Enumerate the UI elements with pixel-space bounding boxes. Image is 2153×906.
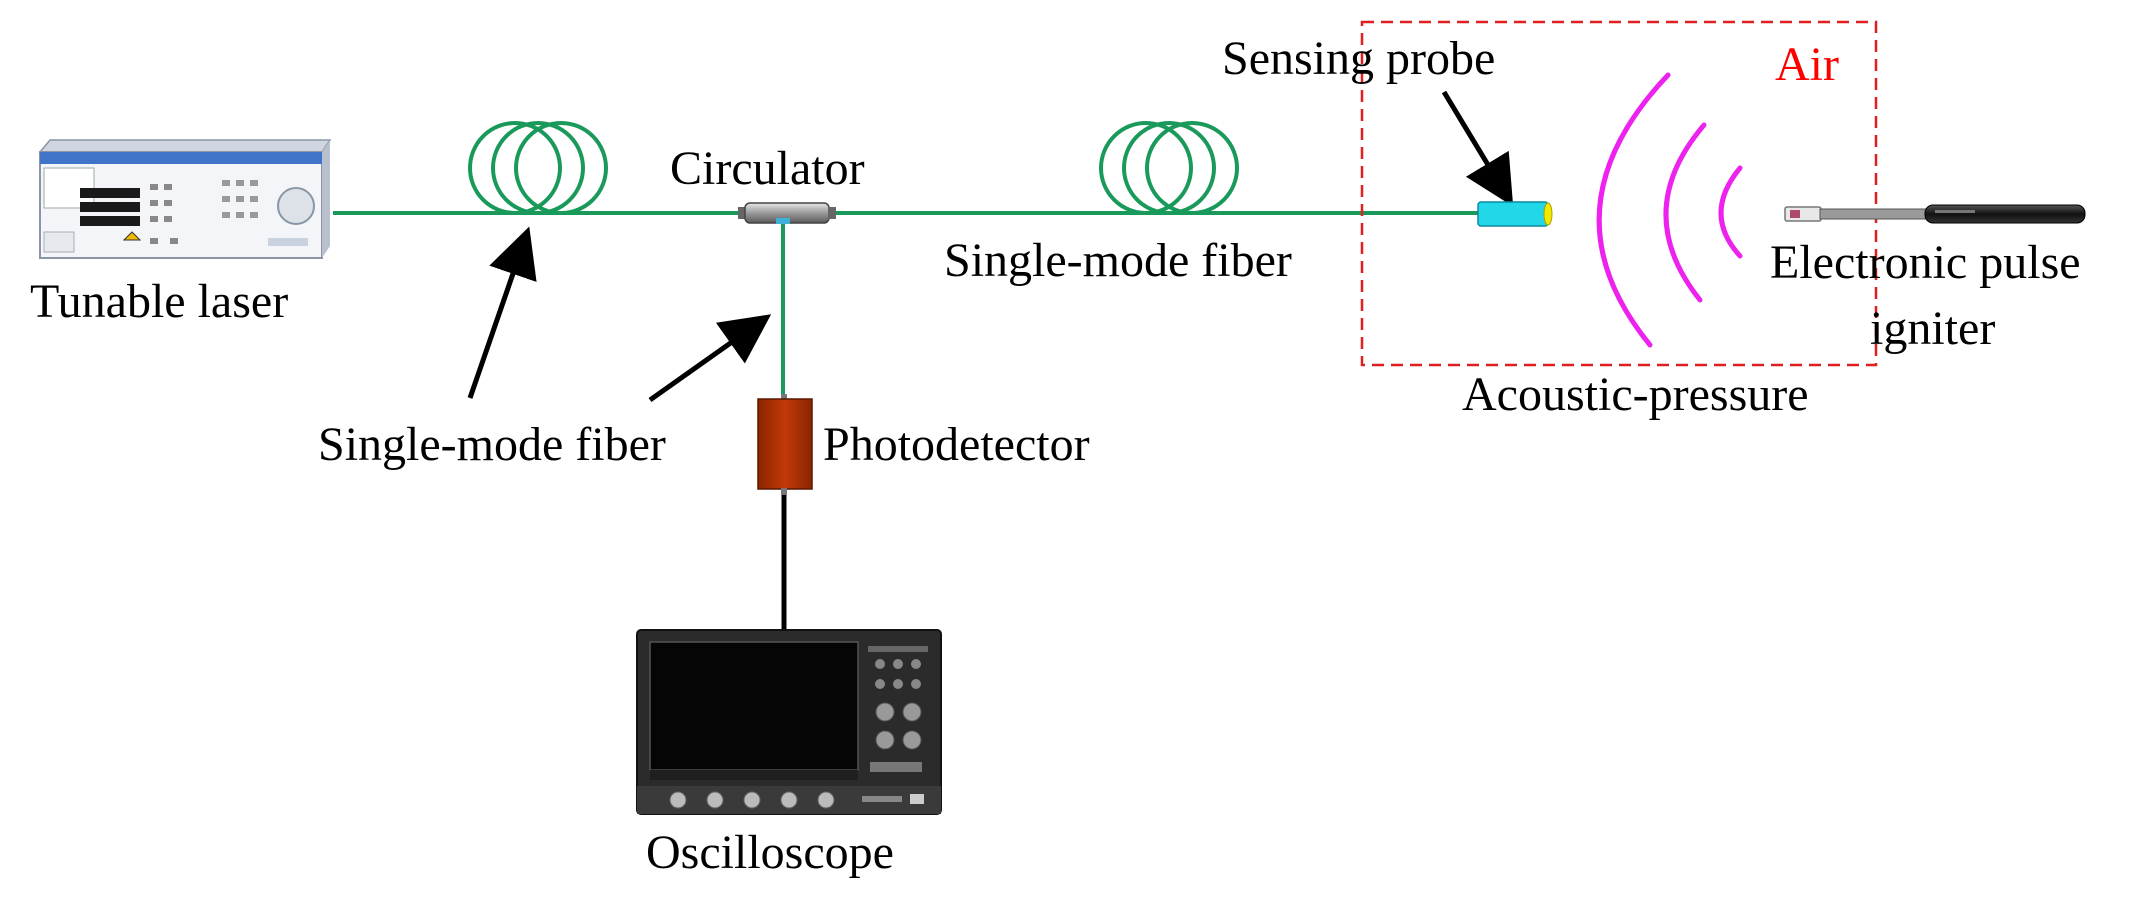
sensing-probe-label: Sensing probe (1222, 32, 1495, 85)
tunable-laser-label: Tunable laser (30, 275, 288, 328)
single-mode-fiber-lower-label: Single-mode fiber (318, 418, 666, 471)
oscilloscope-unit-icon (636, 629, 942, 815)
fiber-coil-icon (1099, 121, 1239, 215)
acoustic-wave-icon (1596, 72, 1743, 348)
laser-unit-icon (38, 139, 332, 259)
air-region-box (1360, 20, 1878, 367)
arrow-to-sensing-probe (1441, 90, 1514, 207)
oscilloscope-label: Oscilloscope (646, 826, 894, 879)
air-label: Air (1775, 38, 1839, 91)
circulator-icon (738, 202, 836, 224)
fiber-lines (333, 211, 1478, 398)
circulator-label: Circulator (670, 142, 865, 195)
pointer-arrows (467, 90, 1514, 403)
arrow-to-fiber-coil (467, 226, 537, 399)
pulse-igniter-icon (1784, 204, 2086, 224)
photodetector-label: Photodetector (823, 418, 1090, 471)
fiber-coil-icon (468, 121, 608, 215)
photodetector-icon (757, 394, 813, 495)
single-mode-fiber-main-label: Single-mode fiber (944, 234, 1292, 287)
arrow-to-lower-fiber (648, 314, 772, 403)
igniter-label-line2: igniter (1870, 302, 1995, 355)
acoustic-pressure-label: Acoustic-pressure (1462, 368, 1809, 421)
igniter-label-line1: Electronic pulse (1770, 236, 2081, 289)
sensing-probe-icon (1477, 201, 1553, 227)
